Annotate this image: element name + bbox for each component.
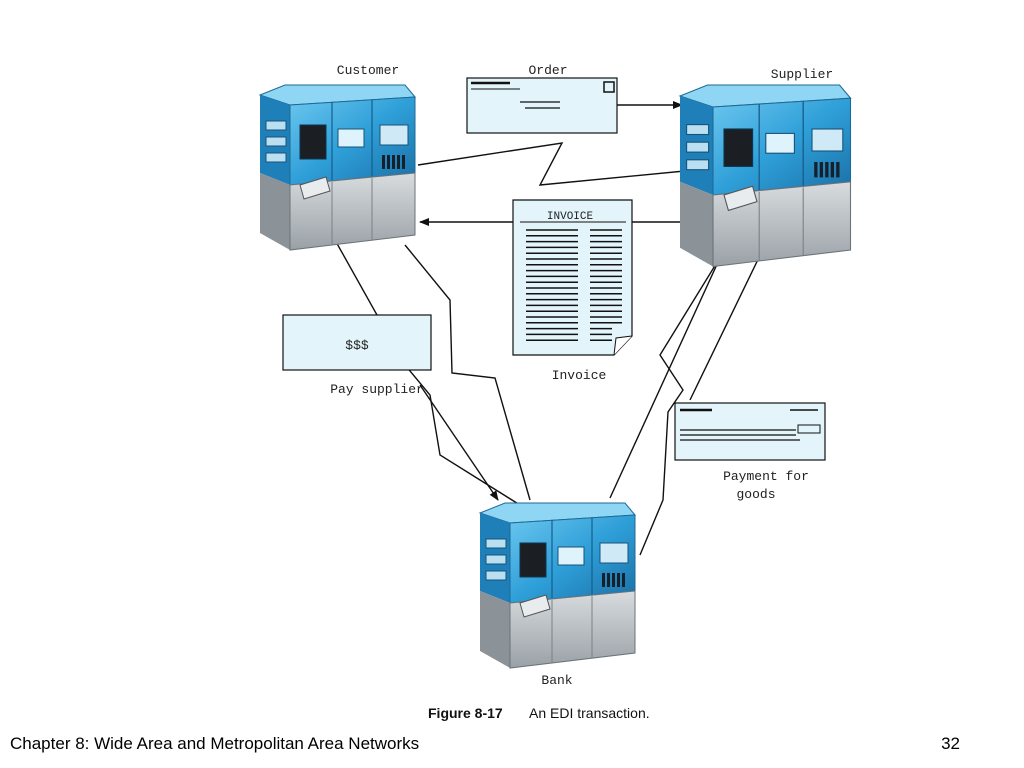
order-document <box>466 77 618 134</box>
payment-for-goods-arrow <box>689 244 766 401</box>
link-customer-bank-2 <box>404 244 531 501</box>
customer-computer <box>259 84 416 251</box>
pay-supplier-arrow <box>419 384 499 501</box>
bank-computer <box>479 502 636 669</box>
customer-label: Customer <box>337 63 399 78</box>
payment-document <box>282 314 432 371</box>
payment-for-goods-label-line2: goods <box>736 487 775 502</box>
figure-number: Figure 8-17 <box>428 705 503 721</box>
supplier-computer <box>679 84 852 268</box>
check-document <box>674 402 826 461</box>
pay-supplier-label: Pay supplier <box>330 382 424 397</box>
supplier-label: Supplier <box>771 67 833 82</box>
order-label: Order <box>528 63 567 78</box>
footer-chapter-title: Chapter 8: Wide Area and Metropolitan Ar… <box>10 734 420 753</box>
link-customer-bank <box>334 239 521 506</box>
bank-label: Bank <box>541 673 572 688</box>
flow-arrows <box>419 101 766 501</box>
payment-for-goods-label-line1: Payment for <box>723 469 809 484</box>
link-customer-supplier <box>417 142 696 186</box>
invoice-label: Invoice <box>552 368 607 383</box>
figure-caption: An EDI transaction. <box>529 705 650 721</box>
invoice-heading: INVOICE <box>547 211 594 223</box>
link-bank-supplier-2 <box>609 224 736 499</box>
stamp-icon <box>603 81 615 93</box>
slide-number: 32 <box>941 734 960 753</box>
link-bank-supplier <box>639 224 741 556</box>
invoice-document <box>512 199 633 356</box>
payment-amount: $$$ <box>345 338 369 353</box>
